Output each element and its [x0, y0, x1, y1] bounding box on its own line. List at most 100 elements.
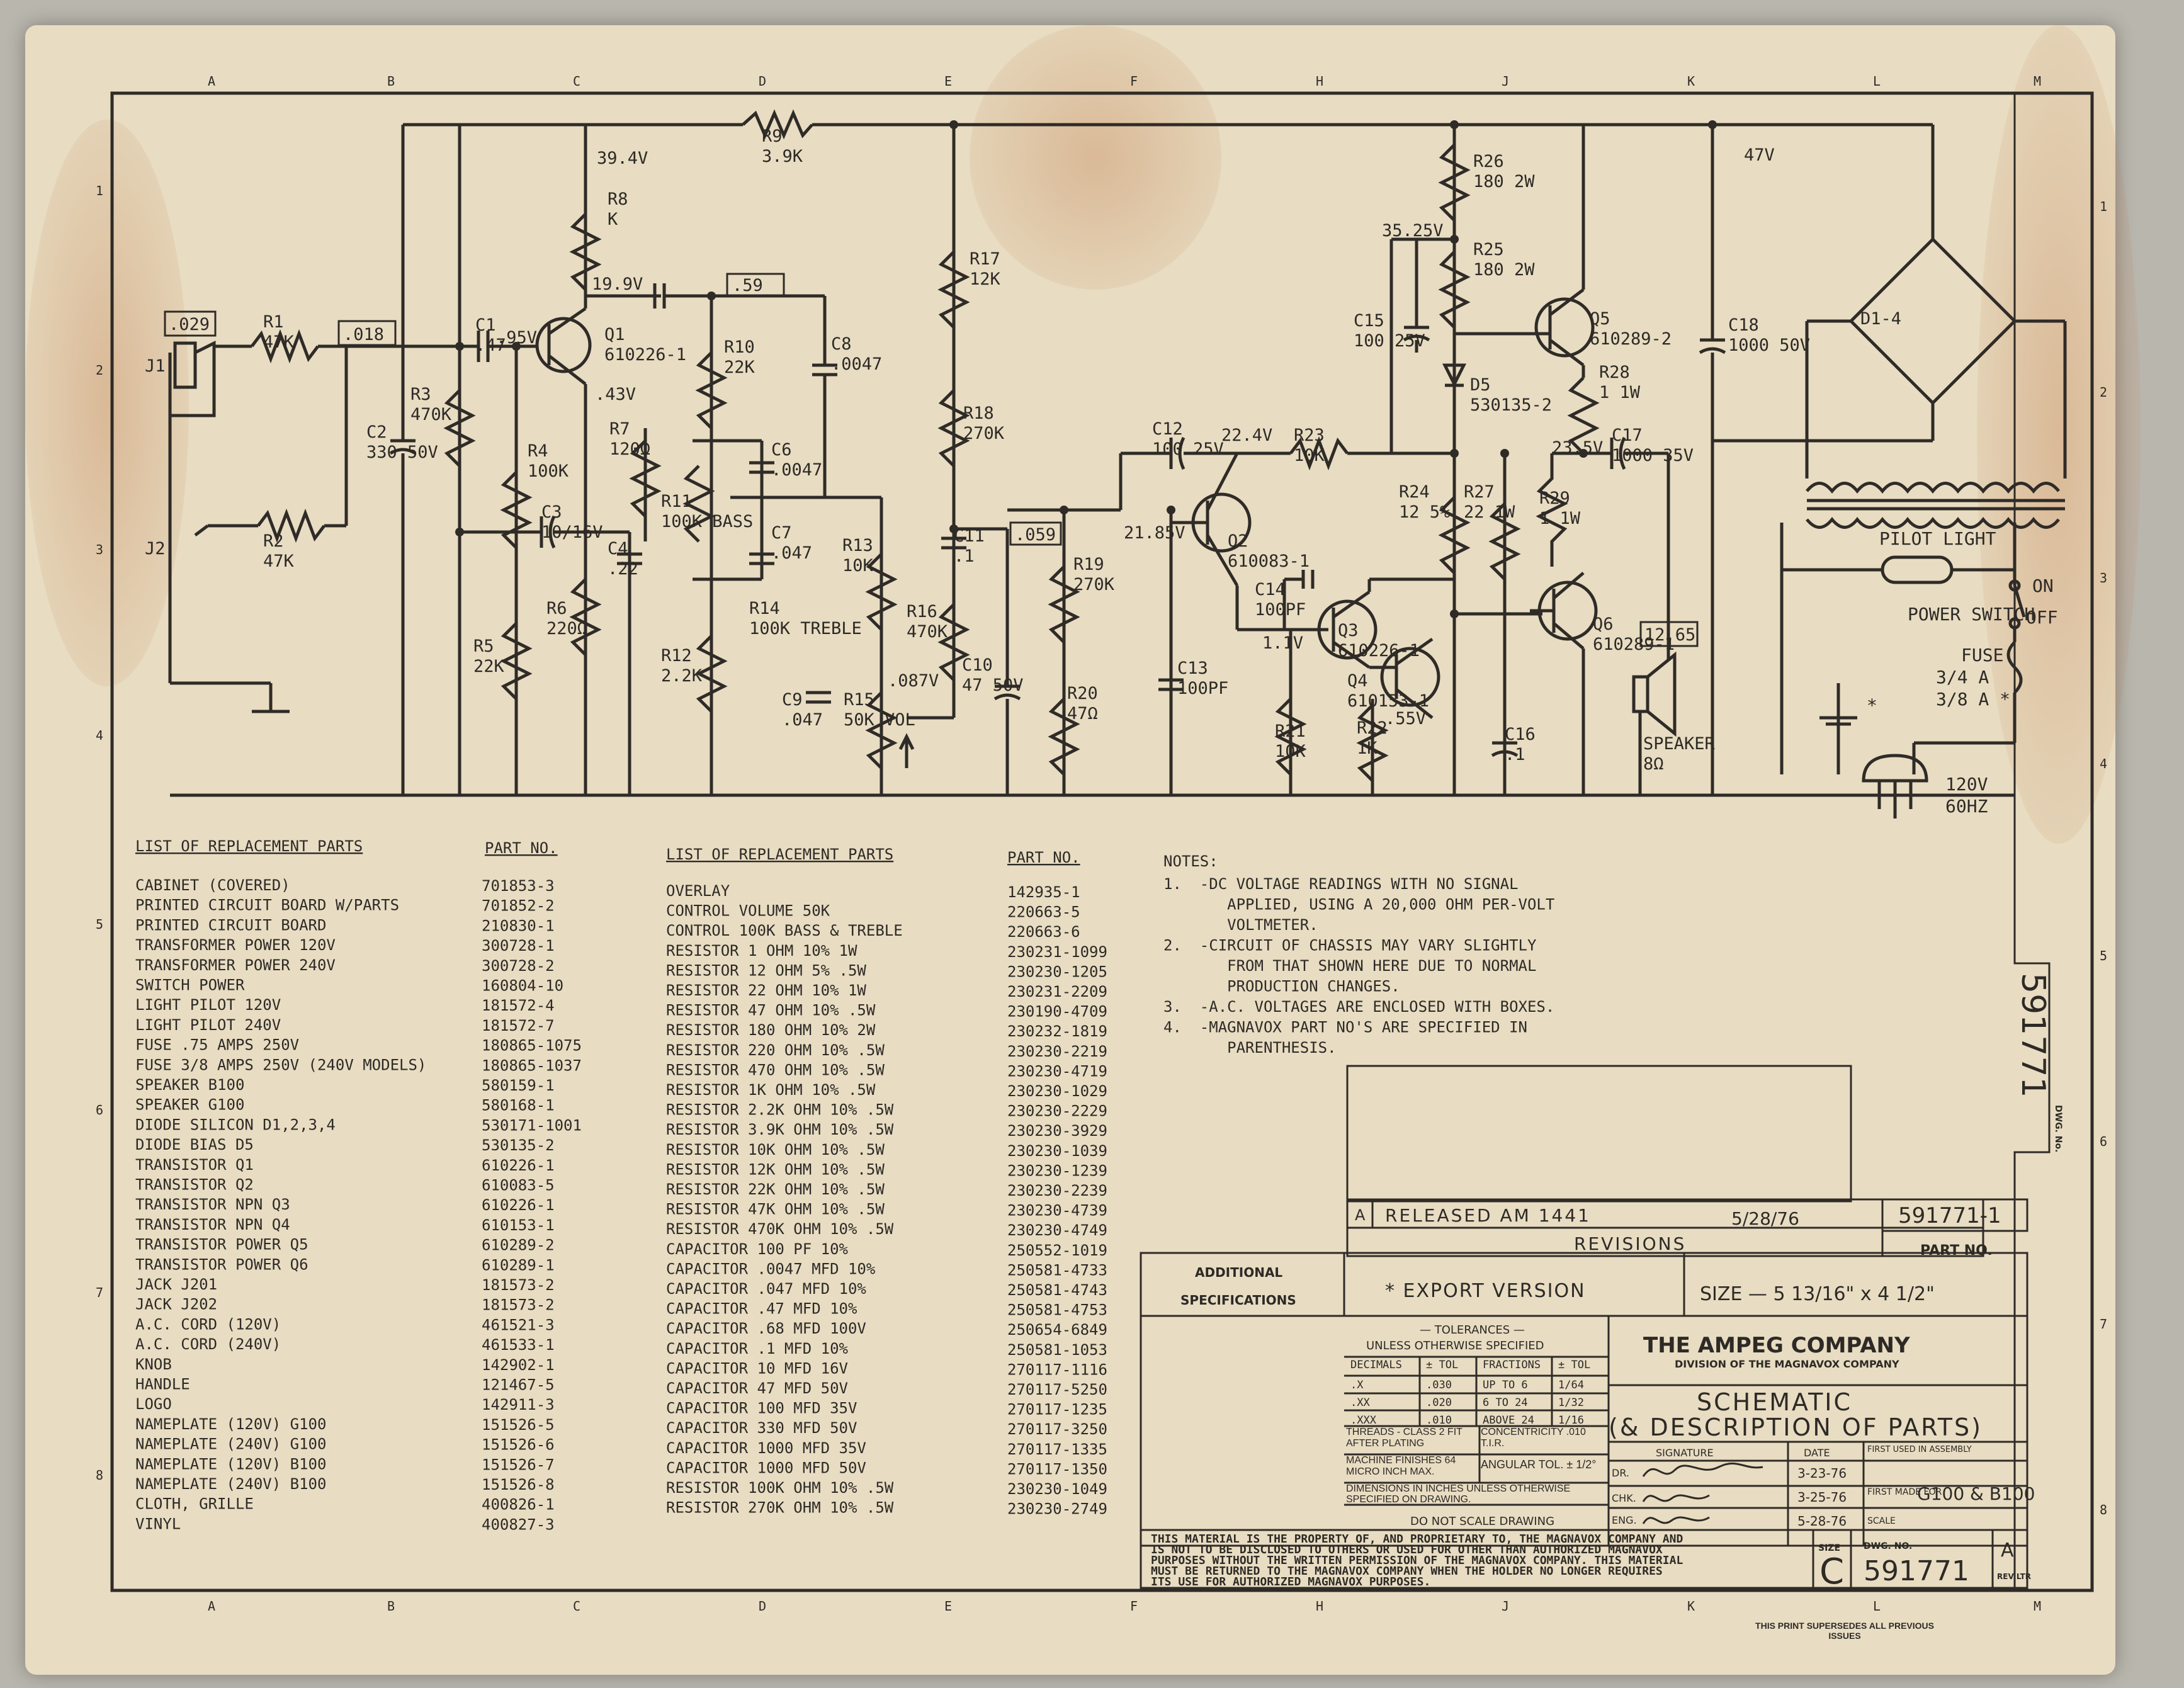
- date-header: DATE: [1804, 1447, 1830, 1459]
- parts-list-right-part-no: 230230-1205: [1007, 963, 1107, 980]
- component-value-r24: 12 5%: [1399, 502, 1450, 522]
- component-ref-c18: C18: [1728, 315, 1759, 335]
- component-ref-r17: R17: [970, 249, 1000, 269]
- transistor-q3-symbol: [1317, 599, 1378, 660]
- note-line: PRODUCTION CHANGES.: [1163, 978, 1400, 995]
- grid-row-number: 4: [2100, 756, 2107, 771]
- parts-list-right-part-no: 220663-6: [1007, 923, 1080, 941]
- component-ref-c13: C13: [1177, 659, 1208, 678]
- component-ref-q3: Q3: [1338, 621, 1359, 640]
- parts-list-left-description: A.C. CORD (120V): [135, 1315, 281, 1333]
- parts-list-right-part-no: 270117-1350: [1007, 1460, 1107, 1478]
- parts-list-right-part-no: 230230-4739: [1007, 1202, 1107, 1220]
- tolerance-header: FRACTIONS: [1483, 1359, 1541, 1371]
- voltage-reading: .95V: [496, 328, 537, 348]
- component-value-r11: 100K BASS: [661, 512, 753, 531]
- parts-list-right-description: CAPACITOR 1000 MFD 50V: [666, 1459, 866, 1476]
- grid-column-letter: H: [1316, 74, 1323, 89]
- component-ref-c17: C17: [1612, 426, 1643, 445]
- parts-list-right-part-no: 230230-4719: [1007, 1062, 1107, 1080]
- rev-letter-label: REV LTR: [1997, 1572, 2031, 1581]
- supersedes-note: THIS PRINT SUPERSEDES ALL PREVIOUS ISSUE…: [1755, 1621, 1934, 1641]
- component-ref-q2: Q2: [1228, 531, 1248, 551]
- resistor-r13: [865, 553, 898, 631]
- parts-list-right-part-no: 230230-2239: [1007, 1182, 1107, 1199]
- note-line: 2. -CIRCUIT OF CHASSIS MAY VARY SLIGHTLY: [1163, 937, 1537, 954]
- resistor-r7: [629, 439, 662, 518]
- revision-text: RELEASED AM 1441: [1385, 1205, 1591, 1226]
- voltage-reading: 1.1V: [1262, 633, 1303, 653]
- component-value-c7: .047: [771, 543, 812, 563]
- grid-row-number: 1: [2100, 199, 2107, 214]
- parts-list-right-part-no: 250581-1053: [1007, 1341, 1107, 1359]
- component-value-r27: 22 1W: [1464, 502, 1515, 522]
- grid-column-letter: J: [1502, 74, 1509, 89]
- component-ref-r16: R16: [907, 602, 937, 621]
- component-ref-c12: C12: [1152, 419, 1183, 439]
- parts-list-right-description: RESISTOR 100K OHM 10% .5W: [666, 1479, 894, 1497]
- parts-list-left-description: CABINET (COVERED): [135, 876, 290, 894]
- parts-list-right-description: RESISTOR 47K OHM 10% .5W: [666, 1201, 885, 1218]
- parts-list-left-part-header: PART NO.: [485, 839, 558, 857]
- component-value-r4: 100K: [528, 462, 569, 481]
- parts-list-right-part-no: 270117-3250: [1007, 1420, 1107, 1438]
- tolerance-cell: 6 TO 24: [1483, 1396, 1528, 1409]
- tolerance-header: ± TOL: [1558, 1359, 1590, 1371]
- component-value-r19: 270K: [1073, 575, 1115, 594]
- engineer-label: ENG.: [1612, 1514, 1637, 1526]
- resistor-r29: [1536, 453, 1568, 567]
- parts-list-left-part-no: 151526-7: [482, 1456, 555, 1473]
- grid-column-letter: C: [573, 74, 580, 89]
- component-ref-r29: R29: [1539, 489, 1570, 508]
- engineer-date: 5-28-76: [1797, 1514, 1847, 1529]
- parts-list-left-description: TRANSISTOR NPN Q4: [135, 1216, 290, 1233]
- parts-list-left-description: TRANSISTOR POWER Q6: [135, 1255, 308, 1273]
- parts-list-left-description: LOGO: [135, 1395, 172, 1413]
- component-ref-r15: R15: [844, 690, 874, 710]
- export-star-label: *: [1867, 695, 1877, 716]
- component-ref-r28: R28: [1599, 363, 1630, 382]
- parts-list-right-description: RESISTOR 3.9K OHM 10% .5W: [666, 1121, 894, 1138]
- tolerance-cell: 1/32: [1558, 1396, 1584, 1409]
- parts-list-left-part-no: 701852-2: [482, 897, 555, 915]
- component-value-r2: 47K: [263, 552, 295, 571]
- grid-row-number: 3: [2100, 570, 2107, 586]
- dwg-no-label: DWG. NO.: [1864, 1541, 1912, 1551]
- parts-list-left-description: SPEAKER B100: [135, 1076, 244, 1094]
- grid-row-number: 4: [96, 728, 103, 743]
- grid-row-number: 2: [96, 363, 103, 378]
- company-name: THE AMPEG COMPANY: [1643, 1333, 1910, 1358]
- parts-list-left-description: TRANSISTOR POWER Q5: [135, 1236, 308, 1254]
- parts-list-left-description: TRANSFORMER POWER 120V: [135, 936, 336, 954]
- dwg-no-value: 591771: [1864, 1555, 1969, 1587]
- parts-list-left-part-no: 181572-7: [482, 1017, 555, 1034]
- size-label: SIZE: [1818, 1543, 1840, 1553]
- parts-list-right-part-no: 230190-4709: [1007, 1003, 1107, 1021]
- parts-list-right-part-no: 230231-2209: [1007, 983, 1107, 1000]
- parts-list-right-part-no: 250581-4743: [1007, 1281, 1107, 1299]
- component-ref-c4: C4: [608, 539, 628, 558]
- parts-list-right: LIST OF REPLACEMENT PARTS PART NO. OVERL…: [666, 846, 1107, 1518]
- grid-column-letter: D: [759, 1599, 766, 1614]
- grid-column-letter: A: [208, 74, 215, 89]
- component-ref-q1: Q1: [604, 325, 625, 344]
- power-section-labels: PILOT LIGHT POWER SWITCH ON OFF FUSE 3/4…: [1867, 528, 2058, 817]
- parts-list-left-description: TRANSISTOR NPN Q3: [135, 1196, 290, 1213]
- parts-list-right-description: RESISTOR 470 OHM 10% .5W: [666, 1061, 885, 1079]
- component-ref-r20: R20: [1067, 684, 1098, 703]
- resistor-r16: [937, 603, 970, 681]
- parts-list-left-part-no: 610289-2: [482, 1237, 555, 1254]
- grid-column-letter: E: [944, 1599, 952, 1614]
- note-line: PARENTHESIS.: [1163, 1039, 1337, 1056]
- parts-list-left-part-no: 610226-1: [482, 1157, 555, 1174]
- mains-frequency-label: 60HZ: [1945, 796, 1988, 817]
- export-version-note: * EXPORT VERSION: [1385, 1280, 1586, 1302]
- component-value-q2: 610083-1: [1228, 552, 1310, 571]
- component-ref-d5: D5: [1470, 375, 1491, 395]
- parts-list-left-part-no: 181572-4: [482, 997, 555, 1014]
- parts-list-left-description: PRINTED CIRCUIT BOARD W/PARTS: [135, 897, 399, 914]
- proprietary-notice-line: MUST BE RETURNED TO THE MAGNAVOX COMPANY…: [1151, 1565, 1663, 1578]
- parts-list-right-part-no: 220663-5: [1007, 903, 1080, 921]
- parts-list-right-part-no: 250654-6849: [1007, 1321, 1107, 1339]
- component-ref-r24: R24: [1399, 482, 1430, 502]
